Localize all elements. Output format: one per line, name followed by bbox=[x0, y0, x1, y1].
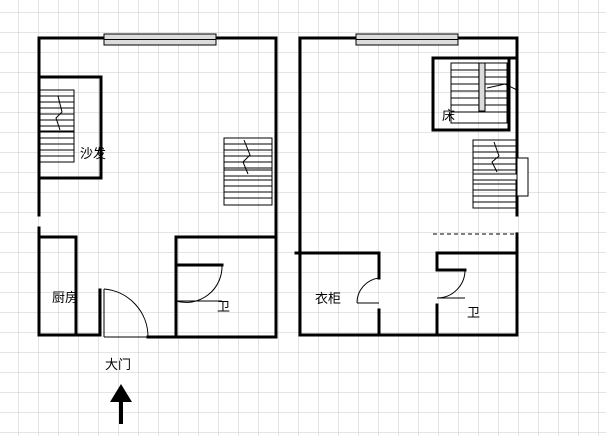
sofa-label: 沙发 bbox=[80, 147, 107, 162]
bathroom-left-wall bbox=[174, 235, 278, 339]
bathroom-left-label: 卫 bbox=[217, 300, 231, 315]
kitchen-label: 厨房 bbox=[52, 291, 79, 306]
bed-room-wall bbox=[431, 56, 519, 132]
bathroom-right-door bbox=[436, 269, 466, 299]
kitchen-wall bbox=[37, 235, 102, 337]
wardrobe-wall bbox=[294, 251, 381, 337]
wardrobe-door bbox=[356, 277, 380, 304]
arrow-up-icon bbox=[110, 384, 132, 424]
staircase-left-main bbox=[223, 137, 273, 206]
bathroom-right-label: 卫 bbox=[467, 306, 481, 321]
window-top-left bbox=[103, 33, 217, 46]
sofa-room-wall bbox=[37, 75, 103, 180]
left-unit bbox=[37, 33, 278, 339]
staircase-right-upper bbox=[450, 62, 518, 124]
wardrobe-label: 衣柜 bbox=[315, 292, 342, 307]
window-top-right bbox=[355, 33, 459, 46]
bed-label: 床 bbox=[442, 109, 456, 124]
left-unit-outer-wall bbox=[37, 36, 278, 339]
main-door-label: 大门 bbox=[105, 358, 132, 373]
staircase-right-main bbox=[472, 139, 529, 209]
staircase-left-small bbox=[39, 89, 75, 163]
main-door-swing bbox=[103, 288, 149, 338]
right-unit bbox=[294, 33, 529, 337]
bathroom-left-door bbox=[175, 264, 223, 303]
bathroom-right-wall bbox=[435, 251, 519, 337]
